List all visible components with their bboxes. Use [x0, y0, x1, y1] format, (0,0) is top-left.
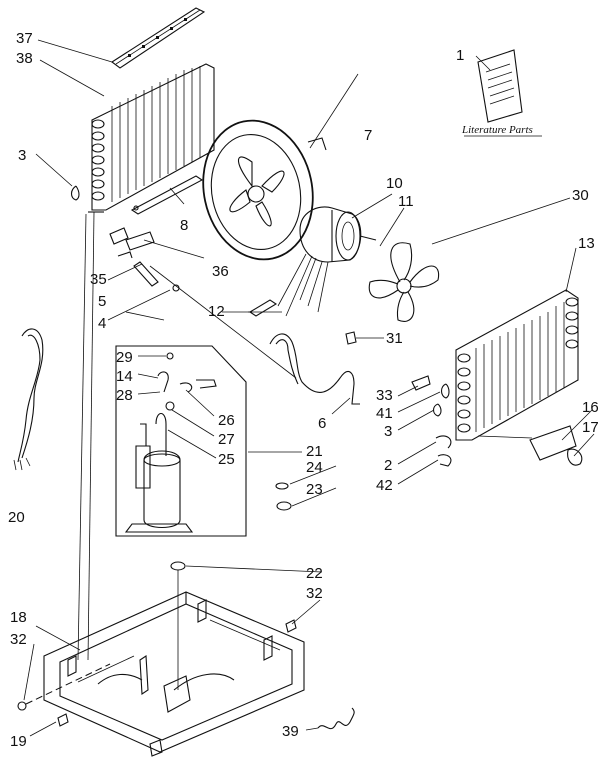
shroud-bracket-part: [130, 175, 204, 215]
callout-24: 24: [306, 459, 323, 476]
callout-3-right: 3: [384, 423, 392, 440]
callout-32-left: 32: [10, 631, 27, 648]
frame-guide-lines: [77, 211, 95, 661]
compressor-assembly-part: [115, 345, 247, 537]
callout-16: 16: [582, 399, 599, 416]
callout-5: 5: [98, 293, 106, 310]
callout-1: 1: [456, 47, 464, 64]
callout-38: 38: [16, 50, 33, 67]
strap-part: [248, 299, 278, 317]
leader-line-tube: [149, 265, 297, 379]
callout-2: 2: [384, 457, 392, 474]
callout-28: 28: [116, 387, 133, 404]
literature-parts: [464, 49, 542, 137]
grommets: [170, 482, 292, 690]
callout-23: 23: [306, 481, 323, 498]
callout-21: 21: [306, 443, 323, 460]
wire-harness-part: [13, 328, 44, 471]
fan-shroud-part: [202, 119, 327, 261]
drain-parts: [529, 425, 583, 466]
callout-25: 25: [218, 451, 235, 468]
callout-41: 41: [376, 405, 393, 422]
callout-36: 36: [212, 263, 229, 280]
callout-6: 6: [318, 415, 326, 432]
callout-32-right: 32: [306, 585, 323, 602]
callout-35: 35: [90, 271, 107, 288]
callout-20: 20: [8, 509, 25, 526]
condenser-coil-part: [88, 63, 215, 213]
refrigerant-tube-part: [269, 333, 360, 405]
callout-10: 10: [386, 175, 403, 192]
callout-27: 27: [218, 431, 235, 448]
literature-parts-caption: Literature Parts: [461, 124, 533, 136]
top-bracket-part: [111, 7, 206, 69]
callout-30: 30: [572, 187, 589, 204]
fan-motor-part: [277, 206, 377, 317]
evaporator-coil-part: [455, 289, 579, 441]
callout-22: 22: [306, 565, 323, 582]
callout-19: 19: [10, 733, 27, 750]
screws: [17, 619, 297, 727]
fan-blade-part: [368, 242, 440, 322]
callout-3-left: 3: [18, 147, 26, 164]
callout-39: 39: [282, 723, 299, 740]
small-parts-left: [109, 227, 180, 292]
callout-7: 7: [364, 127, 372, 144]
leader-lines: [23, 39, 595, 737]
callout-8: 8: [180, 217, 188, 234]
callout-14: 14: [116, 368, 133, 385]
callout-29: 29: [116, 349, 133, 366]
callout-42: 42: [376, 477, 393, 494]
callout-11: 11: [398, 193, 414, 210]
small-parts-right: [411, 375, 533, 467]
callout-4: 4: [98, 315, 106, 332]
callout-31: 31: [386, 330, 403, 347]
callout-26: 26: [218, 412, 235, 429]
callout-18: 18: [10, 609, 27, 626]
clip-part-left: [70, 185, 80, 201]
wire-part-39: [317, 707, 355, 730]
callout-13: 13: [578, 235, 595, 252]
callout-37: 37: [16, 30, 33, 47]
callout-labels: 37 38 3 35 5 4 36 8 7 10 11 12 31 30 13 …: [8, 30, 599, 750]
callout-33: 33: [376, 387, 393, 404]
callout-17: 17: [582, 419, 599, 436]
clip-part-31: [345, 331, 357, 345]
base-pan-part: [43, 591, 305, 757]
callout-12: 12: [208, 303, 225, 320]
